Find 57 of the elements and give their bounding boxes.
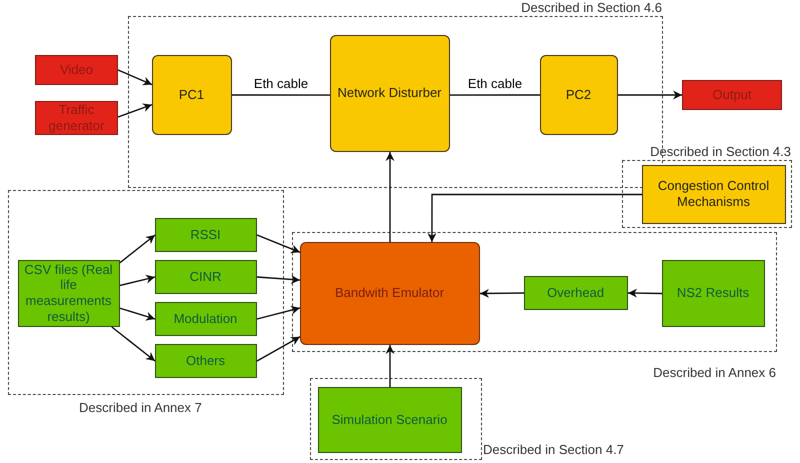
arrow [256,336,300,362]
arrow [120,274,156,286]
arrow [111,326,156,362]
data-box [524,276,628,310]
arrow [256,306,300,320]
arrow [480,288,524,298]
arrow [427,194,642,242]
data-box [18,260,120,326]
arrow [118,69,152,86]
arrow [628,288,662,298]
process-box [642,164,786,224]
data-box [154,302,256,336]
input-box [682,80,782,110]
box-label: Network Disturber [337,85,442,101]
arrow [386,345,394,387]
box-label: PC2 [566,86,592,102]
box-label: Modulation [174,310,238,326]
emulator-box [300,242,480,344]
section-caption: Described in Section 4.6 [521,0,662,15]
box-label: Traffic generator [48,102,106,134]
edge-label: Eth cable [466,76,524,91]
box-label: NS2 Results [676,285,750,301]
arrow [386,152,394,242]
data-box [154,260,256,294]
box-label: Output [712,87,752,103]
box-label: CSV files (Real life measurements results) [23,262,114,324]
process-box [152,54,232,134]
box-label: CINR [190,268,222,284]
data-box [154,344,256,378]
input-box [35,101,118,135]
box-label: RSSI [190,226,221,242]
section-caption: Described in Section 4.7 [483,442,624,457]
process-box [540,54,618,134]
arrow [618,90,682,100]
box-label: Video [60,62,93,78]
edge-label: Eth cable [252,76,310,91]
arrow [118,103,152,118]
connector-line [450,94,540,96]
box-label: Bandwith Emulator [334,285,444,301]
box-label: Congestion Control Mechanisms [656,178,770,210]
arrow [120,308,156,321]
box-label: Simulation Scenario [332,412,448,428]
box-label: Overhead [546,284,604,300]
section-caption: Described in Annex 7 [79,400,202,415]
arrow [256,234,300,254]
data-box [318,386,462,452]
data-box [662,260,764,326]
section-caption: Described in Annex 6 [653,365,776,380]
box-label: PC1 [178,86,204,102]
connector-line [232,94,330,96]
section-caption: Described in Section 4.3 [650,144,791,159]
box-label: Others [186,352,225,368]
data-box [154,218,256,252]
input-box [35,55,118,85]
process-box [330,34,450,152]
arrow [256,274,300,284]
arrow [120,234,156,264]
